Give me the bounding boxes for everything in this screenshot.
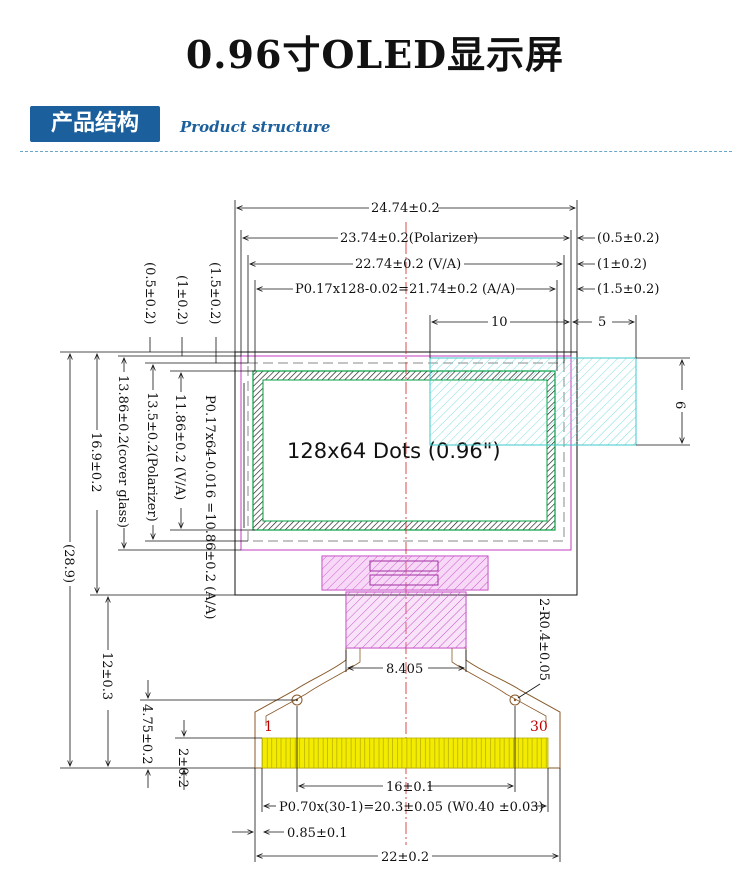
right-dimension-lines <box>636 357 690 446</box>
page-title: 0.96寸OLED显示屏 <box>185 32 565 77</box>
pin-30-label: 30 <box>530 719 548 735</box>
dim-outline-width: 24.74±0.2 <box>371 201 440 216</box>
detail-region <box>429 357 637 446</box>
dim-2: 2±0.2 <box>175 748 190 788</box>
dim-left-05: (0.5±0.2) <box>142 262 157 324</box>
dim-va-width: 22.74±0.2 (V/A) <box>355 257 461 272</box>
dim-22: 22±0.2 <box>381 850 429 865</box>
bottom-dimension-lines <box>232 650 561 862</box>
section-subtitle: Product structure <box>180 118 331 136</box>
section-badge: 产品结构 <box>30 106 160 142</box>
dim-polarizer-height: 13.5±0.2(Polarizer) <box>144 392 159 522</box>
dim-aa-height: P0.17x64-0.016 =10.86±0.2 (A/A) <box>202 395 217 619</box>
dim-475: 4.75±0.2 <box>139 704 154 765</box>
dim-pitch: P0.70x(30-1)=20.3±0.05 (W0.40 ±0.03) <box>279 800 544 815</box>
dim-right-05: (0.5±0.2) <box>597 231 659 246</box>
gold-finger-pins <box>261 737 549 769</box>
dim-left-1: (1±0.2) <box>174 275 189 325</box>
top-dimension-lines <box>234 200 637 371</box>
section-divider <box>20 151 732 152</box>
dim-edge-085: 0.85±0.1 <box>287 826 348 841</box>
dim-pins-16: 16±0.1 <box>386 780 434 795</box>
pin-1-label: 1 <box>264 719 273 735</box>
dim-six: 6 <box>672 401 687 409</box>
dim-right-1: (1±0.2) <box>597 257 647 272</box>
left-dimension-lines <box>60 337 297 790</box>
dim-right-15: (1.5±0.2) <box>597 282 659 297</box>
dim-total-height: (28.9) <box>61 544 76 583</box>
dim-aa-width: P0.17x128-0.02=21.74±0.2 (A/A) <box>295 282 515 297</box>
fpc-connector <box>254 555 561 769</box>
dim-outline-height: 16.9±0.2 <box>88 432 103 493</box>
dim-polarizer-width: 23.74±0.2(Polarizer) <box>340 231 478 246</box>
dim-fpc-width: 8.405 <box>386 662 423 677</box>
dim-cover-glass-height: 13.86±0.2(cover glass) <box>115 375 130 528</box>
dim-radius: 2-R0.4±0.05 <box>536 598 551 681</box>
dim-five: 5 <box>598 315 606 330</box>
dim-left-15: (1.5±0.2) <box>207 262 222 324</box>
dim-va-height: 11.86±0.2 (V/A) <box>172 394 187 500</box>
dim-12: 12±0.3 <box>99 652 114 700</box>
dim-ten: 10 <box>491 315 508 330</box>
